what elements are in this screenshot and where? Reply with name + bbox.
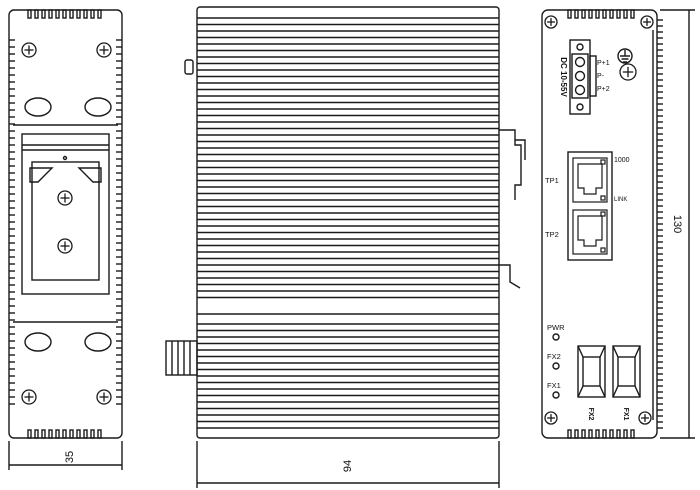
fiber-port-label: FX1 <box>622 408 629 421</box>
led-fx2 <box>552 362 560 370</box>
port-label-tp1: TP1 <box>545 176 559 185</box>
screw-icon <box>21 389 37 405</box>
led-fx1 <box>552 391 560 399</box>
screw-icon <box>544 411 558 425</box>
heatsink-fins <box>197 17 499 429</box>
terminal-pin-label: P+2 <box>597 86 610 93</box>
top-vent-teeth <box>567 9 635 19</box>
status-led-label: FX1 <box>547 381 561 390</box>
terminal-screw <box>574 56 586 68</box>
right-side-fins <box>116 39 122 405</box>
side-view-heatsink <box>165 6 526 488</box>
terminal-pin-label: P- <box>597 73 605 80</box>
top-vent-teeth <box>27 9 102 19</box>
front-panel-view <box>541 9 695 439</box>
fiber-port-fx2 <box>577 345 606 398</box>
dimension-height: 130 <box>671 215 683 233</box>
screw-icon <box>638 411 652 425</box>
din-rail-clip <box>21 133 110 295</box>
screw-icon <box>21 42 37 58</box>
fiber-port-fx1 <box>612 345 641 398</box>
status-led-label: PWR <box>547 323 565 332</box>
keyhole-slot <box>24 332 52 352</box>
screw-icon <box>96 42 112 58</box>
rj45-port <box>572 157 608 203</box>
screw-icon <box>57 190 73 206</box>
led-pwr <box>552 333 560 341</box>
keyhole-slot <box>84 332 112 352</box>
screw-icon <box>544 15 558 29</box>
screw-icon <box>96 389 112 405</box>
terminal-block <box>569 39 591 115</box>
rj45-port <box>572 209 608 255</box>
dimension-depth: 94 <box>342 460 354 472</box>
port-label-tp2: TP2 <box>545 230 559 239</box>
bottom-vent-teeth <box>567 429 635 439</box>
left-side-fins <box>9 39 15 405</box>
keyhole-slot <box>84 97 112 117</box>
fiber-port-label: FX2 <box>587 408 594 421</box>
terminal-pin-label: P+1 <box>597 60 610 67</box>
led-label-1000: 1000 <box>614 157 630 164</box>
dimension-width: 35 <box>64 451 76 463</box>
keyhole-slot <box>24 97 52 117</box>
terminal-screw <box>574 84 586 96</box>
screw-icon <box>640 15 654 29</box>
screw-icon <box>57 238 73 254</box>
led-label-link: LINK <box>614 197 627 203</box>
din-clip-hook <box>499 129 522 200</box>
side-view-din-rail <box>8 9 123 470</box>
right-side-fins <box>657 19 663 429</box>
terminal-screw <box>574 70 586 82</box>
bottom-vent-teeth <box>27 429 102 439</box>
power-input-label: DC 10-55V <box>559 57 568 97</box>
rj45-port-block <box>567 151 613 261</box>
status-led-label: FX2 <box>547 352 561 361</box>
ground-icon <box>617 48 633 64</box>
power-connector-stub <box>165 340 198 376</box>
screw-icon <box>619 63 637 81</box>
